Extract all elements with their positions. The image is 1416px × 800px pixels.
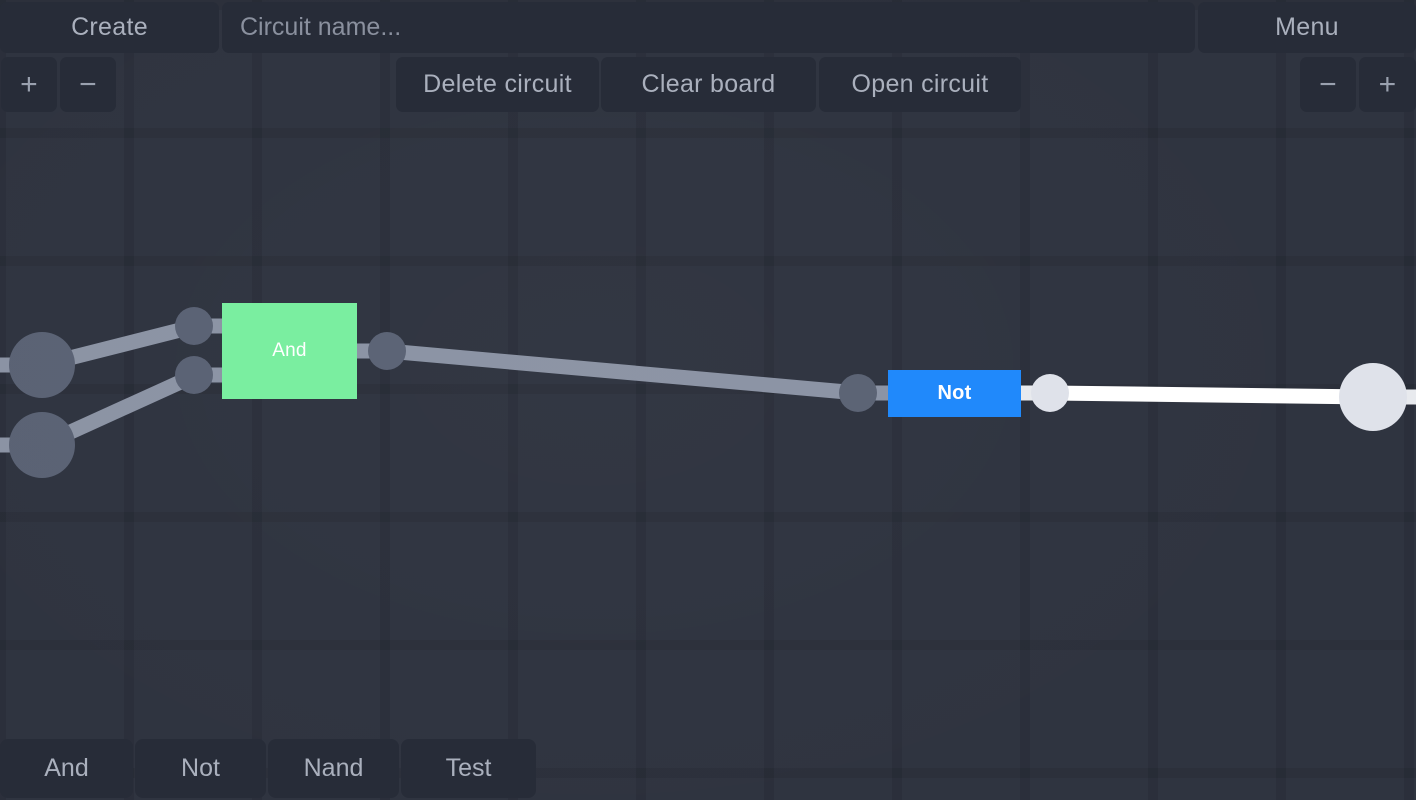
minus-icon: − — [1319, 67, 1337, 101]
node-and-input-2[interactable] — [175, 356, 213, 394]
zoom-out-left-button[interactable]: − — [60, 57, 116, 112]
delete-circuit-label: Delete circuit — [423, 70, 572, 98]
plus-icon: + — [1378, 67, 1397, 101]
gate-not-label: Not — [937, 382, 972, 404]
clear-board-label: Clear board — [641, 70, 776, 98]
palette-item-and[interactable]: And — [0, 739, 133, 798]
delete-circuit-button[interactable]: Delete circuit — [396, 57, 599, 112]
palette-item-nand[interactable]: Nand — [268, 739, 399, 798]
open-circuit-label: Open circuit — [851, 70, 989, 98]
create-button[interactable]: Create — [0, 2, 219, 53]
circuit-name-placeholder: Circuit name... — [240, 13, 402, 41]
palette-item-and-label: And — [44, 754, 89, 782]
zoom-in-left-button[interactable]: + — [1, 57, 57, 112]
minus-icon: − — [79, 67, 97, 101]
wire-not-to-out[interactable] — [1049, 385, 1374, 405]
palette-item-test[interactable]: Test — [401, 739, 536, 798]
zoom-in-right-button[interactable]: + — [1359, 57, 1416, 112]
zoom-out-right-button[interactable]: − — [1300, 57, 1356, 112]
palette-item-test-label: Test — [445, 754, 492, 782]
menu-button[interactable]: Menu — [1198, 2, 1416, 53]
wire-and-to-not[interactable] — [386, 343, 859, 401]
node-not-output[interactable] — [1031, 374, 1069, 412]
clear-board-button[interactable]: Clear board — [601, 57, 816, 112]
gate-and-label: And — [272, 340, 307, 361]
circuit-name-input[interactable]: Circuit name... — [222, 2, 1195, 53]
gate-and[interactable]: And — [222, 303, 357, 399]
palette-item-not[interactable]: Not — [135, 739, 266, 798]
node-input-b[interactable] — [9, 412, 75, 478]
plus-icon: + — [20, 67, 38, 101]
gate-not[interactable]: Not — [888, 370, 1021, 417]
palette-item-not-label: Not — [181, 754, 220, 782]
palette-item-nand-label: Nand — [303, 754, 364, 782]
node-not-input[interactable] — [839, 374, 877, 412]
node-and-input-1[interactable] — [175, 307, 213, 345]
open-circuit-button[interactable]: Open circuit — [819, 57, 1021, 112]
menu-button-label: Menu — [1275, 13, 1339, 41]
node-output-1[interactable] — [1339, 363, 1407, 431]
create-button-label: Create — [71, 13, 148, 41]
node-and-output[interactable] — [368, 332, 406, 370]
node-input-a[interactable] — [9, 332, 75, 398]
